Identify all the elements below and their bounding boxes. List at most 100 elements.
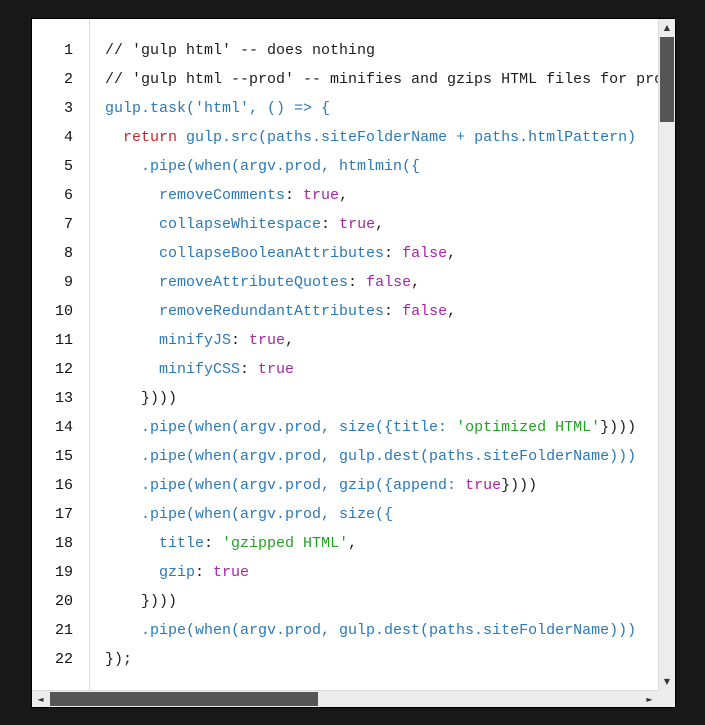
code-text: // 'gulp html --prod' -- minifies and gz…: [89, 65, 658, 94]
code-token-plain: ,: [447, 245, 457, 262]
code-token-name: .pipe(when(argv.prod, htmlmin({: [105, 158, 421, 175]
code-token-name: collapseWhitespace: [105, 216, 322, 233]
code-token-name: minifyCSS: [105, 361, 241, 378]
line-number: 15: [54, 448, 73, 465]
code-lines: 1 // 'gulp html' -- does nothing 2// 'gulp…: [32, 36, 658, 674]
code-line: 19 gzip: true: [32, 558, 658, 587]
code-text: }))): [89, 384, 177, 413]
line-number: 8: [63, 245, 73, 262]
code-token-literal: false: [402, 303, 448, 320]
code-text: minifyJS: true,: [89, 326, 294, 355]
code-token-name: gzip: [105, 564, 196, 581]
line-number: 5: [63, 158, 73, 175]
code-token-plain: }))): [501, 477, 538, 494]
line-number: 3: [63, 100, 73, 117]
code-text: title: 'gzipped HTML',: [89, 529, 357, 558]
code-line: 13 }))): [32, 384, 658, 413]
code-scroll-area[interactable]: 1 // 'gulp html' -- does nothing 2// 'gulp…: [32, 19, 658, 690]
code-text: });: [89, 645, 132, 674]
code-text: return gulp.src(paths.siteFolderName + p…: [89, 123, 636, 152]
code-token-plain: :: [348, 274, 367, 291]
code-token-name: .pipe(when(argv.prod, gulp.dest(paths.si…: [105, 622, 637, 639]
code-token-name: removeComments: [105, 187, 286, 204]
vertical-scroll-thumb[interactable]: [660, 37, 674, 122]
code-token-plain: :: [321, 216, 340, 233]
code-text: removeAttributeQuotes: false,: [89, 268, 420, 297]
code-token-name: .pipe(when(argv.prod, gzip({append:: [105, 477, 466, 494]
code-line: 4 return gulp.src(paths.siteFolderName +…: [32, 123, 658, 152]
line-number: 18: [54, 535, 73, 552]
code-text: gzip: true: [89, 558, 249, 587]
code-token-literal: false: [402, 245, 448, 262]
code-text: removeRedundantAttributes: false,: [89, 297, 456, 326]
line-number: 10: [54, 303, 73, 320]
scroll-up-arrow-icon[interactable]: ▲: [663, 23, 671, 32]
code-line: 1 // 'gulp html' -- does nothing: [32, 36, 658, 65]
code-token-plain: ,: [411, 274, 421, 291]
code-text: .pipe(when(argv.prod, gulp.dest(paths.si…: [89, 442, 636, 471]
code-line: 10 removeRedundantAttributes: false,: [32, 297, 658, 326]
code-token-plain: ,: [375, 216, 385, 233]
scroll-left-arrow-icon[interactable]: ◄: [37, 694, 44, 704]
code-token-literal: true: [258, 361, 295, 378]
code-token-plain: [105, 129, 123, 146]
code-token-literal: true: [303, 187, 340, 204]
horizontal-scrollbar[interactable]: ◄ ►: [32, 690, 658, 707]
code-line: 16 .pipe(when(argv.prod, gzip({append: t…: [32, 471, 658, 500]
code-line: 12 minifyCSS: true: [32, 355, 658, 384]
line-number: 11: [54, 332, 73, 349]
code-token-keyword: return: [123, 129, 178, 146]
code-line: 11 minifyJS: true,: [32, 326, 658, 355]
code-line: 15 .pipe(when(argv.prod, gulp.dest(paths…: [32, 442, 658, 471]
vertical-scrollbar[interactable]: ▲ ▼: [658, 19, 675, 690]
code-token-name: .pipe(when(argv.prod, gulp.dest(paths.si…: [105, 448, 637, 465]
code-line: 21 .pipe(when(argv.prod, gulp.dest(paths…: [32, 616, 658, 645]
line-number: 7: [63, 216, 73, 233]
code-text: .pipe(when(argv.prod, gzip({append: true…: [89, 471, 537, 500]
code-token-plain: ,: [348, 535, 358, 552]
code-token-plain: ,: [447, 303, 457, 320]
code-text: .pipe(when(argv.prod, gulp.dest(paths.si…: [89, 616, 636, 645]
code-token-name: title: [105, 535, 205, 552]
code-line: 5 .pipe(when(argv.prod, htmlmin({: [32, 152, 658, 181]
code-text: .pipe(when(argv.prod, size({: [89, 500, 393, 529]
scroll-down-arrow-icon[interactable]: ▼: [663, 677, 671, 686]
line-number: 1: [63, 42, 73, 59]
code-token-literal: false: [366, 274, 412, 291]
code-token-name: removeRedundantAttributes: [105, 303, 385, 320]
code-line: 14 .pipe(when(argv.prod, size({title: 'o…: [32, 413, 658, 442]
code-token-literal: true: [465, 477, 502, 494]
code-line: 8 collapseBooleanAttributes: false,: [32, 239, 658, 268]
scroll-right-arrow-icon[interactable]: ►: [646, 694, 653, 704]
code-text: minifyCSS: true: [89, 355, 294, 384]
line-number: 17: [54, 506, 73, 523]
code-line: 6 removeComments: true,: [32, 181, 658, 210]
code-token-literal: true: [249, 332, 286, 349]
code-token-comment: // 'gulp html --prod' -- minifies and gz…: [105, 71, 658, 88]
scrollbar-corner: [658, 690, 675, 707]
code-token-plain: :: [240, 361, 259, 378]
code-token-plain: :: [384, 303, 403, 320]
line-number: 4: [63, 129, 73, 146]
code-token-comment: // 'gulp html' -- does nothing: [105, 42, 376, 59]
code-text: collapseBooleanAttributes: false,: [89, 239, 456, 268]
horizontal-scroll-thumb[interactable]: [50, 692, 318, 706]
code-token-name: .pipe(when(argv.prod, size({title:: [105, 419, 457, 436]
code-token-name: minifyJS: [105, 332, 232, 349]
line-number: 13: [54, 390, 73, 407]
code-text: removeComments: true,: [89, 181, 348, 210]
code-token-name: .pipe(when(argv.prod, size({: [105, 506, 394, 523]
line-number: 9: [63, 274, 73, 291]
code-token-name: collapseBooleanAttributes: [105, 245, 385, 262]
code-token-plain: }))): [105, 593, 178, 610]
code-token-name: removeAttributeQuotes: [105, 274, 349, 291]
code-token-literal: true: [213, 564, 250, 581]
code-token-literal: true: [339, 216, 376, 233]
line-number: 14: [54, 419, 73, 436]
code-token-plain: :: [231, 332, 250, 349]
code-line: 2// 'gulp html --prod' -- minifies and g…: [32, 65, 658, 94]
line-number: 21: [54, 622, 73, 639]
code-token-string: 'optimized HTML': [456, 419, 601, 436]
code-line: 18 title: 'gzipped HTML',: [32, 529, 658, 558]
